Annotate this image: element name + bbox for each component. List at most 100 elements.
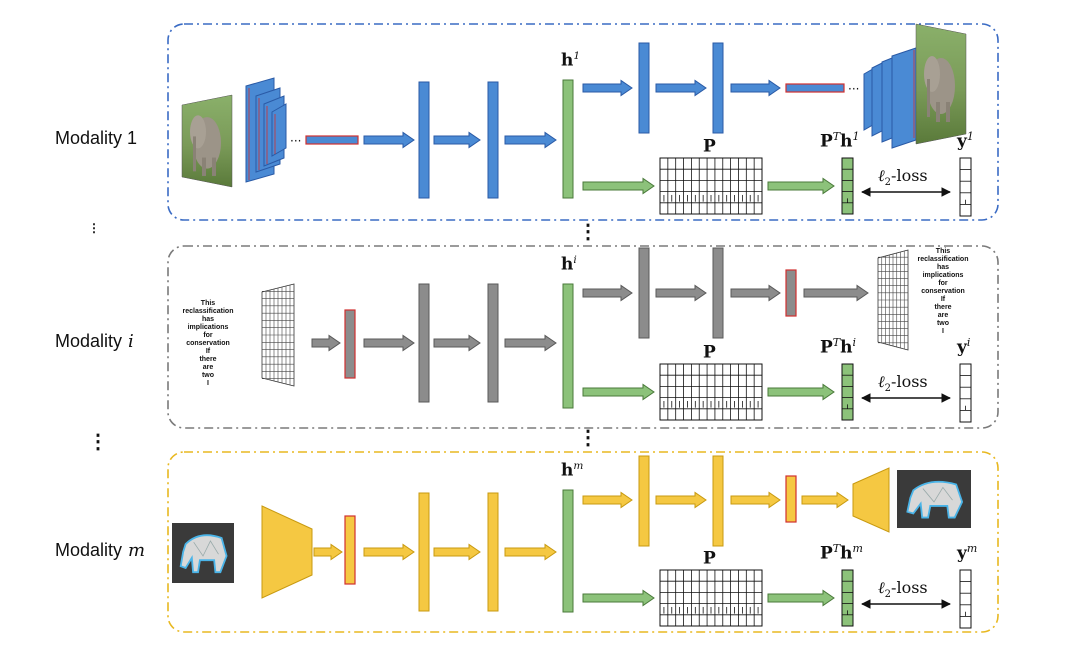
- hidden-label-base: h: [561, 460, 574, 481]
- decoder-layer-1: [638, 42, 650, 134]
- projected-label-hsup: i: [852, 336, 857, 349]
- projection-label: P: [703, 548, 716, 569]
- target-label-y: y: [957, 543, 967, 564]
- encoder-trapezoid: [261, 505, 313, 599]
- decoder-arrow-1: [582, 491, 633, 509]
- encoder-arrow-2: [433, 543, 481, 561]
- projection-label-base: P: [703, 136, 716, 157]
- deconv-decoder-stack: [863, 47, 917, 149]
- vector-border: [841, 363, 854, 421]
- modality-label-text: Modality: [55, 331, 123, 351]
- encoder-arrow-2: [433, 334, 481, 352]
- projected-label-P: P: [820, 543, 833, 564]
- matrix-border: [659, 569, 763, 627]
- projected-label-hsup: 1: [852, 130, 860, 143]
- target-vector: [959, 363, 972, 423]
- encoder-layer-1: [418, 283, 430, 403]
- output-text-word: are: [937, 312, 949, 319]
- modality-label-var: m: [128, 540, 146, 561]
- projection-matrix-P: [659, 363, 763, 421]
- projection-arrow-out: [767, 177, 835, 195]
- vertical-ellipsis: ⋮: [578, 221, 598, 243]
- hidden-label-sup: m: [573, 460, 584, 472]
- bottleneck-vector: [344, 309, 356, 379]
- vector-border: [959, 363, 972, 423]
- encoder-layer-2: [487, 81, 499, 199]
- encoder-arrow: [363, 334, 415, 352]
- matrix-border: [659, 157, 763, 215]
- bottleneck-vector: [305, 135, 359, 145]
- projection-label-base: P: [703, 548, 716, 569]
- loss-suffix: -loss: [891, 578, 928, 597]
- encoder-arrow: [363, 543, 415, 561]
- projected-vector: [841, 569, 854, 627]
- target-label: y1: [957, 130, 974, 152]
- projected-vector: [841, 157, 854, 215]
- decoder-arrow-2: [655, 491, 707, 509]
- ellipsis-dots: ···: [848, 82, 859, 96]
- sketch-elephant: [906, 480, 964, 519]
- loss-symbol: ℓ: [878, 372, 885, 391]
- modality-label-0: Modality 1: [55, 128, 137, 149]
- encoder-arrow-3: [504, 131, 557, 149]
- animal-leg: [936, 102, 940, 122]
- target-label-sup: i: [966, 336, 971, 349]
- input-text-word: for: [203, 332, 213, 339]
- feature-map: [271, 103, 287, 157]
- projection-arrow-in: [582, 177, 655, 195]
- loss-sub: 2: [884, 383, 892, 395]
- target-label-y: y: [957, 131, 967, 152]
- target-vector: [959, 157, 972, 217]
- hidden-label-base: h: [561, 254, 574, 275]
- animal-trunk: [193, 136, 196, 172]
- decoder-bottleneck: [785, 83, 845, 93]
- decoder-layer-2: [712, 42, 724, 134]
- ellipsis-dots: ···: [290, 134, 301, 148]
- projected-label-h: h: [840, 543, 853, 564]
- animal-leg: [212, 157, 216, 176]
- hidden-label-base: h: [561, 50, 574, 71]
- sketch-elephant: [179, 534, 228, 574]
- output-photo: [915, 23, 967, 145]
- encoder-layer-2: [487, 492, 499, 612]
- deconv-map: [891, 47, 917, 149]
- input-text-word: I: [207, 380, 209, 387]
- projection-matrix-P: [659, 569, 763, 627]
- output-text-word: This: [935, 248, 951, 255]
- decoder-arrow-2: [655, 79, 707, 97]
- projection-label: P: [703, 342, 716, 363]
- sketch-mesh-line: [922, 486, 953, 503]
- decoder-arrow-3: [730, 491, 781, 509]
- projection-label: P: [703, 136, 716, 157]
- projected-label-h: h: [840, 337, 853, 358]
- loss-symbol: ℓ: [878, 166, 885, 185]
- bottleneck-vector: [344, 515, 356, 585]
- vertical-ellipsis: ⋮: [578, 427, 598, 449]
- hidden-label-sup: i: [573, 254, 577, 266]
- vector-border: [959, 569, 972, 629]
- hidden-label: hm: [561, 460, 583, 481]
- output-text-word: I: [942, 328, 944, 335]
- projection-arrow-in: [582, 589, 655, 607]
- decoder-layer-2: [712, 247, 724, 339]
- animal-head: [190, 115, 206, 149]
- input-text-word: If: [205, 348, 211, 355]
- modality-panel-1: [167, 245, 999, 429]
- loss-label: ℓ2-loss: [878, 578, 928, 600]
- decoder-arrow-4: [803, 284, 869, 302]
- sketch-mesh-line: [193, 540, 219, 557]
- projected-label-hsup: m: [852, 542, 863, 555]
- output-text-word: there: [934, 304, 952, 311]
- encoder-arrow: [363, 131, 415, 149]
- encoder-layer-1: [418, 492, 430, 612]
- output-sketch: [897, 470, 971, 528]
- projected-label: PThm: [820, 542, 863, 564]
- output-text-word: two: [936, 320, 950, 327]
- target-label-sup: m: [966, 542, 978, 555]
- decoder-layer-1: [638, 455, 650, 547]
- input-text-word: are: [202, 364, 214, 371]
- decoder-arrow-4: [801, 491, 849, 509]
- input-text-word: two: [201, 372, 215, 379]
